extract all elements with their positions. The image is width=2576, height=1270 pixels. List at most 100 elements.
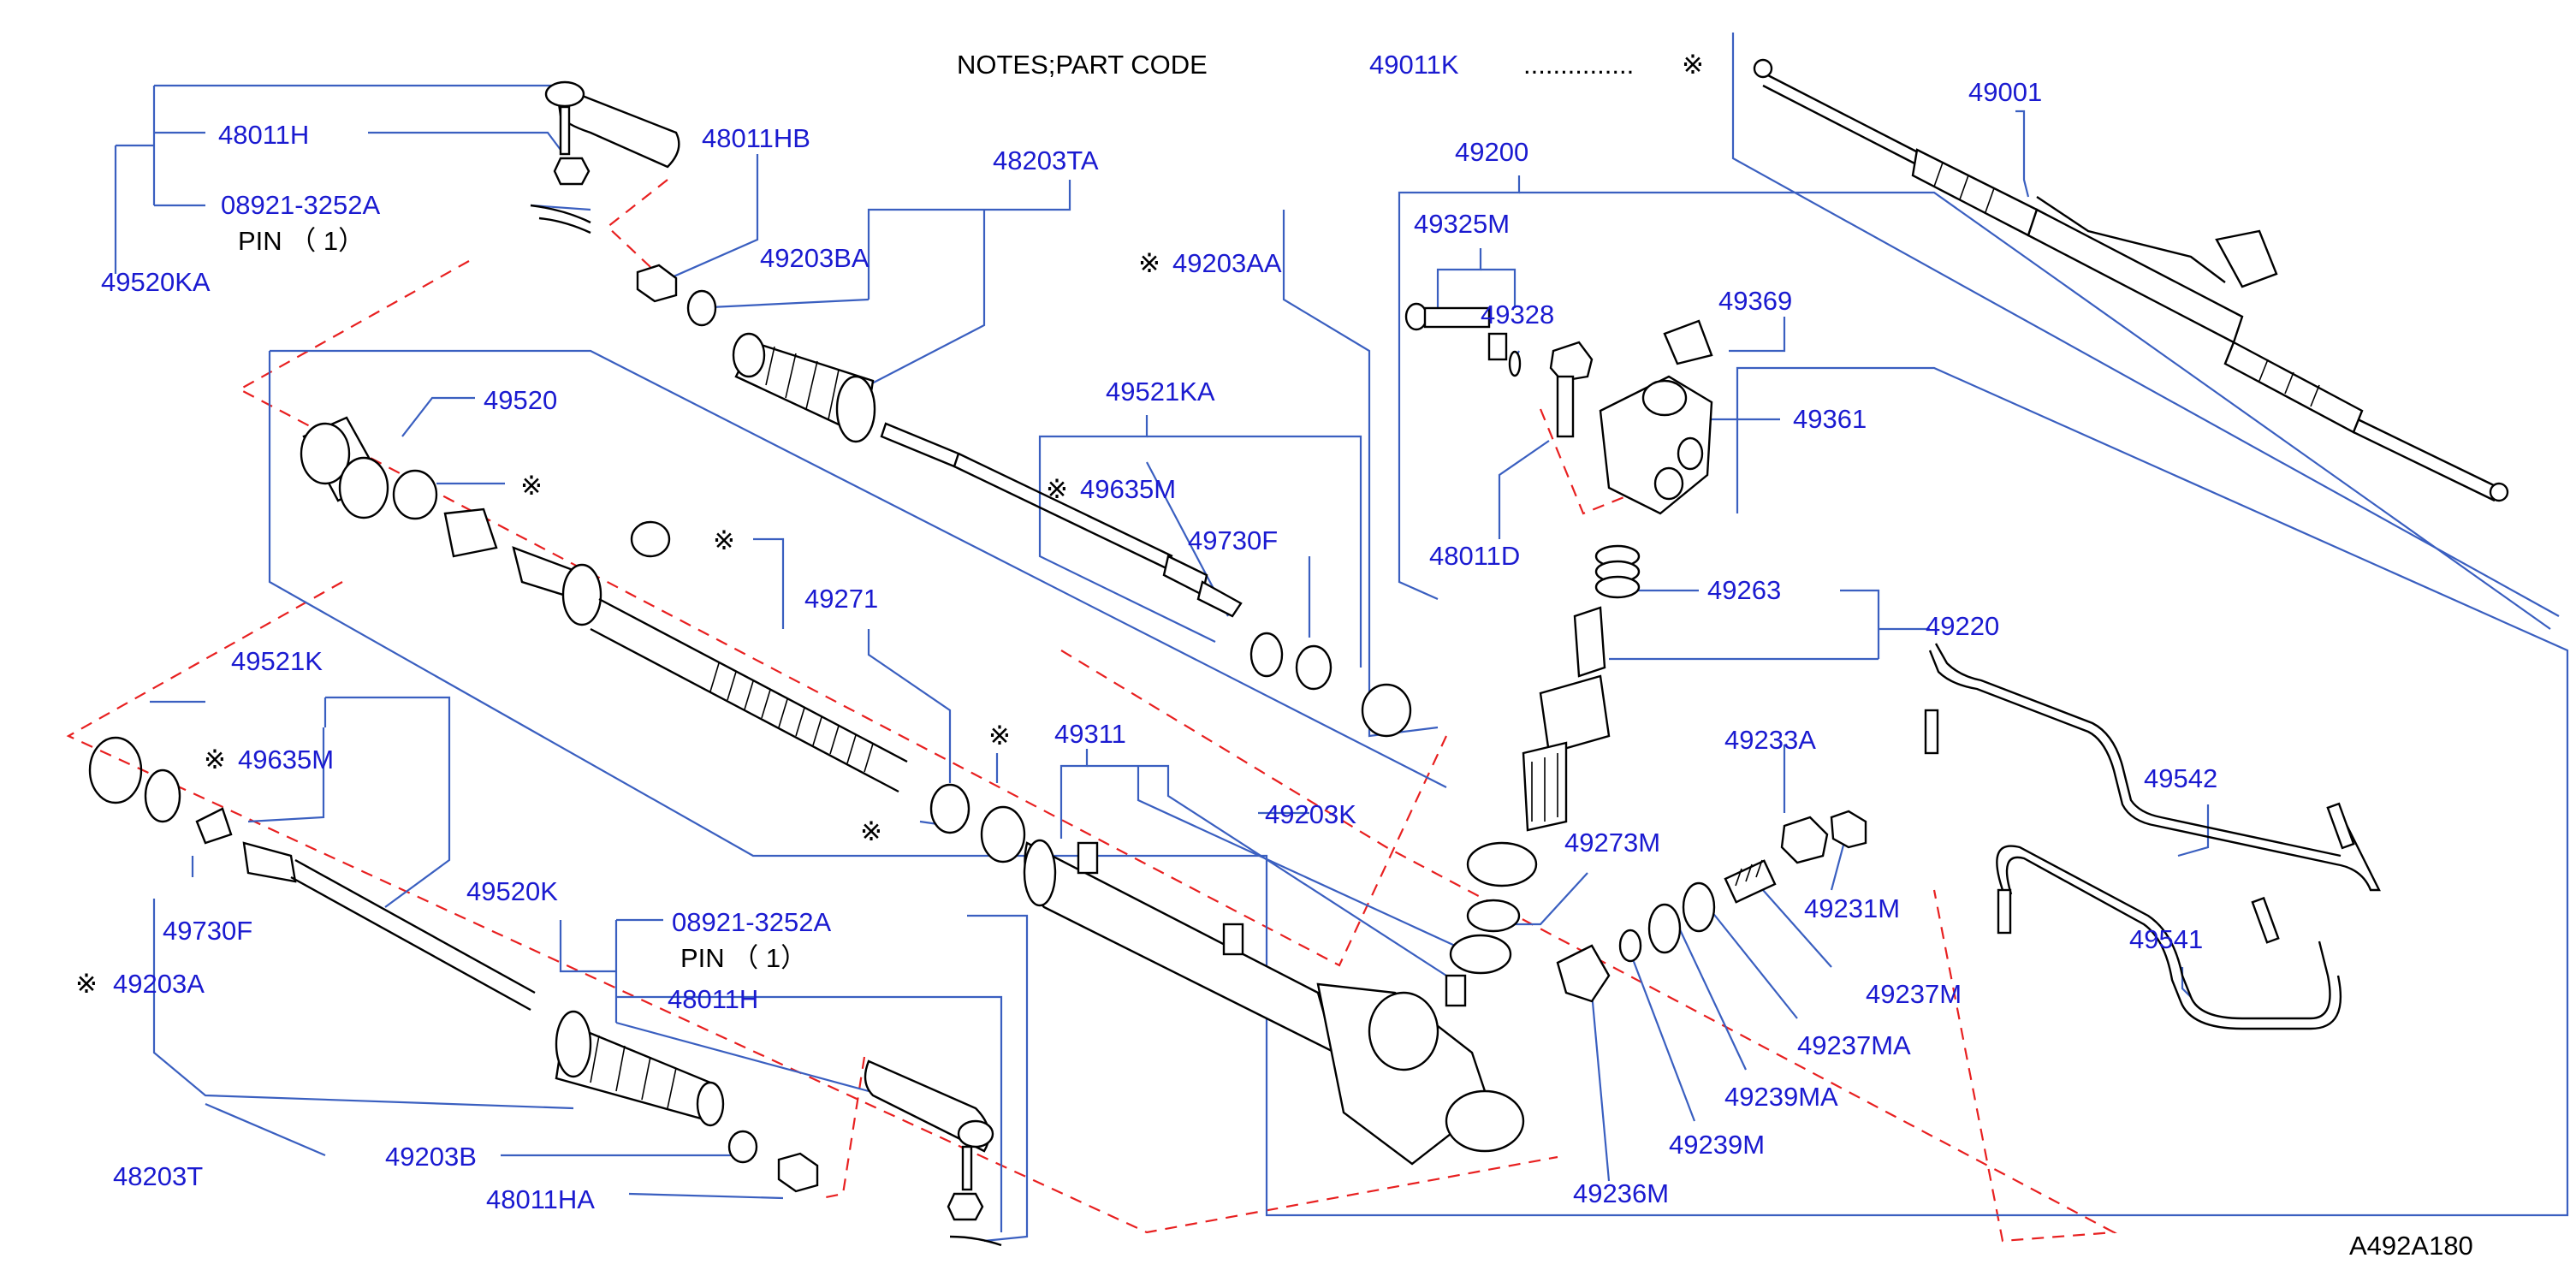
label-49730f-left: 49730F [163,916,252,946]
bolt-48011d-icon [1549,341,1594,438]
pipe-49542-icon [1924,643,2381,892]
notes-code: 49011K [1369,50,1459,80]
pipe-49541-icon [1996,845,2342,1030]
notes-mark: ※ [1682,50,1704,80]
bush-49273m-icon [1449,934,1512,975]
assembly-dashed-outlines [66,179,2117,1243]
label-49520: 49520 [484,385,557,415]
lock-plate-mid-icon [1249,632,1284,678]
tie-rod-end-top-icon [530,80,680,234]
bushing-49520-icon [300,416,389,519]
label-49237ma: 49237MA [1797,1030,1911,1060]
mark-49520-ring: ※ [520,471,543,501]
mark-seal-upper: ※ [713,525,735,555]
label-49220: 49220 [1926,611,1999,641]
label-49203aa: 49203AA [1172,248,1282,278]
label-48203t: 48203T [113,1161,203,1191]
seals-49263-icon [1594,544,1641,599]
label-48203ta: 48203TA [993,145,1099,175]
label-48011h-bot: 48011H [668,984,758,1014]
label-48011d: 48011D [1429,541,1520,571]
label-49203b: 49203B [385,1142,477,1172]
label-49520k: 49520K [466,876,558,906]
label-48011h-top: 48011H [218,120,309,150]
leader-lines [114,33,2569,1243]
label-48011hb: 48011HB [702,123,810,153]
mark-49203aa: ※ [1138,248,1160,278]
mark-seal-lower: ※ [860,816,882,846]
label-49521ka: 49521KA [1106,377,1215,407]
label-49361: 49361 [1793,404,1867,434]
washer-49237ma-icon [1682,881,1716,933]
seal-49273m-icon [1466,899,1521,933]
washer-49239ma-icon [1647,903,1682,954]
mark-49635m-left: ※ [204,745,226,774]
gear-housing-49311-icon [1023,839,1525,1166]
label-49541: 49541 [2129,924,2203,954]
label-49200: 49200 [1455,137,1528,167]
label-49369: 49369 [1718,286,1792,316]
label-49231m: 49231M [1804,893,1900,923]
label-49263: 49263 [1707,575,1781,605]
valve-housing-49361-icon [1599,375,1713,515]
part-labels: NOTES;PART CODE 49011K ............... ※… [75,50,2473,1261]
nut-48011hb-icon [636,264,678,303]
boot-48203t-icon [555,1010,725,1127]
label-49542: 49542 [2144,763,2217,793]
label-49236m: 49236M [1573,1178,1669,1208]
clamp-49203ba-icon [686,289,717,327]
label-08921-3252a-bot: 08921-3252A [672,907,831,937]
pinion-shaft-icon [1522,606,1611,832]
label-49328: 49328 [1481,300,1554,329]
label-49730f-mid: 49730F [1188,525,1278,555]
diagram-id: A492A180 [2349,1231,2473,1261]
label-49239m: 49239M [1669,1130,1765,1160]
nut-48011ha-icon [777,1152,819,1193]
notes-label: NOTES;PART CODE [957,50,1208,80]
tie-rod-end-bottom-icon [864,1059,1002,1247]
label-08921-3252a-top: 08921-3252A [221,190,380,220]
mark-49635m-mid: ※ [1046,474,1068,504]
mark-49203a: ※ [75,969,98,999]
label-pin-top: PIN （ 1） [238,226,365,256]
label-49203a: 49203A [113,969,205,999]
seal-ring-upper-icon [630,520,671,558]
notes-dots: ............... [1523,50,1634,80]
inner-tie-rod-left-icon [88,736,536,1012]
oring-49273m-icon [1466,841,1538,887]
label-49311: 49311 [1054,719,1126,749]
label-49271: 49271 [804,584,878,614]
label-49521k: 49521K [231,646,323,676]
label-49325m: 49325M [1414,209,1510,239]
spring-49237m-icon [1724,859,1777,904]
rack-49271-icon [443,507,908,793]
clip-49369-icon [1663,319,1713,365]
gear-assembly-49001-icon [1753,58,2509,502]
boot-48203ta-icon [732,332,876,443]
label-49635m-mid: 49635M [1080,474,1176,504]
label-49239ma: 49239MA [1724,1082,1838,1112]
bolt-49325m-icon [1404,302,1522,377]
seal-ring-lower-icon [929,783,970,834]
label-49635m-left: 49635M [238,745,334,774]
inner-tie-rod-upper-icon [880,422,1243,618]
label-49203ba: 49203BA [760,243,870,273]
label-49233a: 49233A [1724,725,1816,755]
yoke-49236m-icon [1556,944,1611,1003]
plug-49231m-icon [1830,810,1867,849]
mark-bushing-lower: ※ [988,721,1011,751]
label-49001: 49001 [1968,77,2042,107]
label-pin-bot: PIN （ 1） [680,943,807,973]
label-49203k: 49203K [1265,799,1356,829]
clamp-49203aa-icon [1361,683,1412,738]
part-graphics [88,58,2509,1247]
clamp-49203b-icon [727,1130,758,1164]
label-49237m: 49237M [1866,979,1962,1009]
lock-washer-mid-icon [1295,644,1333,691]
washer-49239m-icon [1618,929,1642,963]
ring-mid-icon [392,469,438,520]
bushing-lower-icon [980,805,1026,863]
label-49520ka: 49520KA [101,267,211,297]
label-49273m: 49273M [1564,828,1660,858]
